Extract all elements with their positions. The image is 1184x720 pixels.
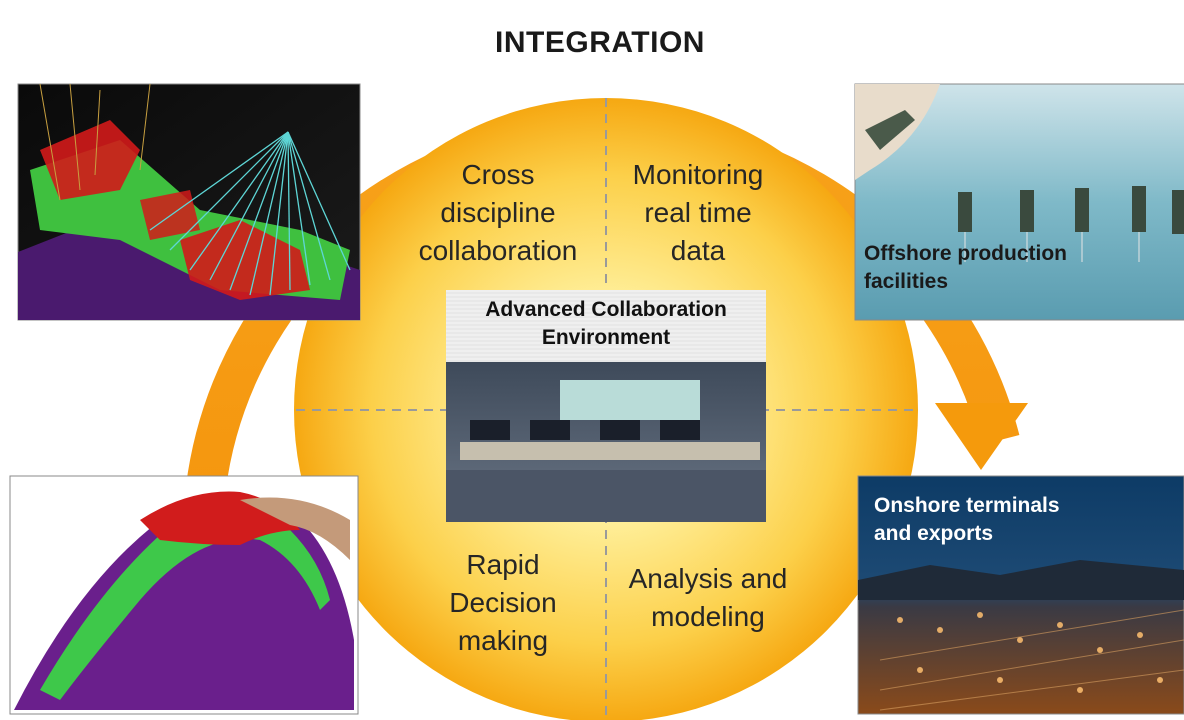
ring-arrow-icon [935, 403, 1028, 470]
reservoir-wells-image [17, 83, 361, 321]
caption-line: Offshore production [864, 242, 1067, 265]
offshore-facilities-image [854, 83, 1184, 321]
onshore-caption: Onshore terminals and exports [874, 492, 1174, 548]
quadrant-text-line: Cross [461, 159, 535, 190]
quadrant-bottom-left: Rapid Decision making [418, 546, 588, 660]
center-label-line: Advanced Collaboration [485, 298, 727, 321]
center-label: Advanced Collaboration Environment [446, 290, 766, 362]
offshore-caption: Offshore production facilities [864, 240, 1184, 296]
geological-layers-image [9, 475, 359, 715]
caption-line: facilities [864, 270, 949, 293]
caption-line: Onshore terminals [874, 494, 1060, 517]
center-label-line: Environment [541, 326, 671, 349]
quadrant-text-line: discipline [440, 197, 556, 228]
quadrant-text-line: Decision [449, 587, 557, 618]
diagram-title: INTEGRATION [495, 26, 705, 59]
quadrant-text-line: Analysis and [628, 563, 788, 594]
quadrant-text-line: real time [644, 197, 752, 228]
quadrant-text-line: collaboration [418, 235, 578, 266]
quadrant-top-left: Cross discipline collaboration [408, 156, 588, 270]
quadrant-bottom-right: Analysis and modeling [608, 560, 808, 636]
quadrant-top-right: Monitoring real time data [608, 156, 788, 270]
onshore-terminals-image [857, 475, 1184, 715]
quadrant-text-line: Monitoring [632, 159, 764, 190]
quadrant-text-line: modeling [651, 601, 765, 632]
control-room-image [446, 362, 766, 522]
caption-line: and exports [874, 522, 994, 545]
quadrant-text-line: data [670, 235, 726, 266]
quadrant-text-line: Rapid [466, 549, 540, 580]
quadrant-text-line: making [457, 625, 549, 656]
